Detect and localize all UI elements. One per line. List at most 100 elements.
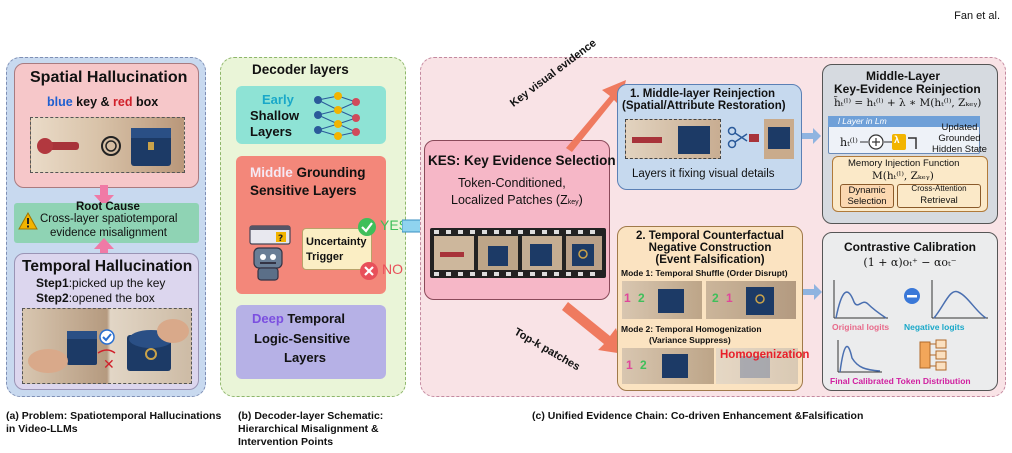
spatial-title: Spatial Hallucination (30, 69, 188, 86)
scissors-icon (727, 126, 759, 149)
frame-num-2b: 2 (712, 291, 719, 305)
cc-equation: (1 + α)oₜ⁺ − αoₜ⁻ (863, 256, 957, 269)
root-cause-title: Root Cause (76, 201, 140, 213)
temporal-photo: ✕ (22, 308, 192, 384)
fingerprint-icon (101, 136, 121, 156)
caption-a: (a) Problem: Spatiotemporal Hallucinatio… (6, 410, 222, 435)
mif-title: Memory Injection Function (848, 158, 960, 169)
retrieval-box (897, 184, 981, 208)
root-cause-line2: evidence misalignment (50, 227, 167, 239)
final-distribution-label: Final Calibrated Token Distribution (830, 376, 971, 386)
caption-c: (c) Unified Evidence Chain: Co-driven En… (532, 410, 864, 422)
early-label: Early (262, 92, 294, 107)
frame-num-1b: 1 (726, 291, 733, 305)
mlkr-equation: h̃ₜ⁽ˡ⁾ = hₜ⁽ˡ⁾ + λ ∗ M(hₜ⁽ˡ⁾, Zₖₑᵧ) (834, 97, 982, 109)
token-distribution-icon (919, 339, 947, 371)
h-label: hₜ⁽ˡ⁾ (840, 136, 858, 149)
tcnc-title2: Negative Construction (648, 242, 772, 254)
check-icon (99, 329, 115, 345)
mif-equation: M(hₜ⁽ˡ⁾, Zₖₑᵧ) (872, 170, 934, 182)
reinjection-caption: Layers it fixing visual details (632, 168, 775, 180)
early-layers-box (236, 86, 386, 144)
tcnc-title3: (Event Falsification) (655, 254, 765, 266)
root-cause-box (14, 203, 199, 243)
trigger-label: Trigger (306, 251, 344, 263)
uncertainty-label: Uncertainty (306, 236, 367, 248)
kes-filmstrip (430, 228, 606, 278)
frame-num-1a: 1 (624, 291, 631, 305)
cross-icon: ✕ (103, 357, 115, 373)
logic-sensitive-label: Logic-Sensitive (254, 331, 351, 346)
frame-num-2c: 2 (640, 358, 647, 372)
arrow-right-small-icon-2 (803, 284, 822, 300)
reinjection-patch (764, 119, 794, 159)
decoder-title: Decoder layers (252, 62, 349, 77)
original-logits-curve (835, 291, 887, 319)
mode1-label: Mode 1: Temporal Shuffle (Order Disrupt) (621, 268, 788, 278)
reinjection-title2: (Spatial/Attribute Restoration) (622, 100, 786, 112)
shuffle-frame-2: 2 1 (706, 281, 796, 319)
layer-header (828, 116, 980, 127)
step2-text: Step2:opened the box (36, 291, 155, 305)
warning-icon (18, 212, 38, 230)
kes-line2: Localized Patches (Zkey) (451, 193, 583, 207)
arrow-right-small-icon (802, 128, 821, 144)
yes-check-icon (358, 218, 376, 236)
middle-label: Middle Grounding (250, 165, 366, 180)
homog-frame-2 (716, 348, 798, 384)
layers-label-early: Layers (250, 124, 292, 139)
uncertainty-trigger-box (302, 228, 372, 270)
no-cross-icon (360, 262, 378, 280)
spatial-desc: blue key & red box (47, 95, 159, 109)
no-label: NO (382, 261, 403, 277)
dynamic-selection-box (840, 184, 894, 208)
contrastive-calibration-box (822, 232, 998, 391)
svg-text:?: ? (278, 234, 283, 244)
original-logits-label: Original logits (832, 322, 890, 332)
retrieval-label: Retrieval (920, 195, 958, 206)
final-distribution-curves (837, 339, 947, 373)
yes-label: YES (380, 217, 409, 233)
kes-line1: Token-Conditioned, (458, 176, 566, 190)
author-label: Fan et al. (954, 10, 1000, 22)
homogenization-label: Homogenization (720, 349, 810, 361)
logit-curves (833, 280, 988, 319)
robot-icon: ? (249, 225, 291, 281)
root-cause-line1: Cross-layer spatiotemporal (40, 213, 178, 225)
cc-title: Contrastive Calibration (843, 240, 977, 254)
shuffle-frame-1: 1 2 (622, 281, 702, 319)
tcnc-title1: 2. Temporal Counterfactual (635, 230, 785, 242)
arrow-down-icon (94, 185, 114, 206)
frame-num-1c: 1 (626, 358, 633, 372)
layer-label: l Layer in Lm (838, 116, 887, 126)
step1-text: Step1:picked up the key (36, 276, 166, 290)
calibrated-curve (839, 345, 881, 373)
mlkr-title1: Middle-Layer (866, 69, 941, 83)
homog-frame-1: 1 2 (622, 348, 714, 384)
layers-label-deep: Layers (284, 350, 326, 365)
arrow-up-right-icon (566, 80, 626, 152)
reinjection-title1: 1. Middle-layer Reinjection (630, 88, 776, 100)
negative-logits-curve (933, 290, 987, 319)
arrow-down-right-icon (562, 302, 624, 354)
deep-label: Deep Temporal (252, 311, 345, 326)
mlkr-title2: Key-Evidence Reinjection (834, 82, 981, 96)
caption-b: (b) Decoder-layer Schematic:Hierarchical… (238, 410, 384, 448)
mode2-label2: (Variance Suppress) (649, 335, 731, 345)
lambda-symbol: λ (894, 135, 900, 146)
kes-title: KES: Key Evidence Selection (428, 153, 616, 168)
cross-attention-label: Cross-Attention (911, 184, 967, 193)
shallow-label: Shallow (250, 108, 300, 123)
lambda-icon (892, 134, 906, 150)
spatial-photo (30, 117, 185, 173)
temporal-title: Temporal Hallucination (22, 258, 193, 275)
injection-flow-icon (860, 134, 917, 150)
mode2-label1: Mode 2: Temporal Homogenization (621, 324, 762, 334)
sensitive-layers-label: Sensitive Layers (250, 183, 357, 198)
deep-layers-box (236, 305, 386, 379)
reinjection-photo (625, 119, 721, 159)
network-icon (314, 92, 360, 140)
frame-num-2a: 2 (638, 291, 645, 305)
